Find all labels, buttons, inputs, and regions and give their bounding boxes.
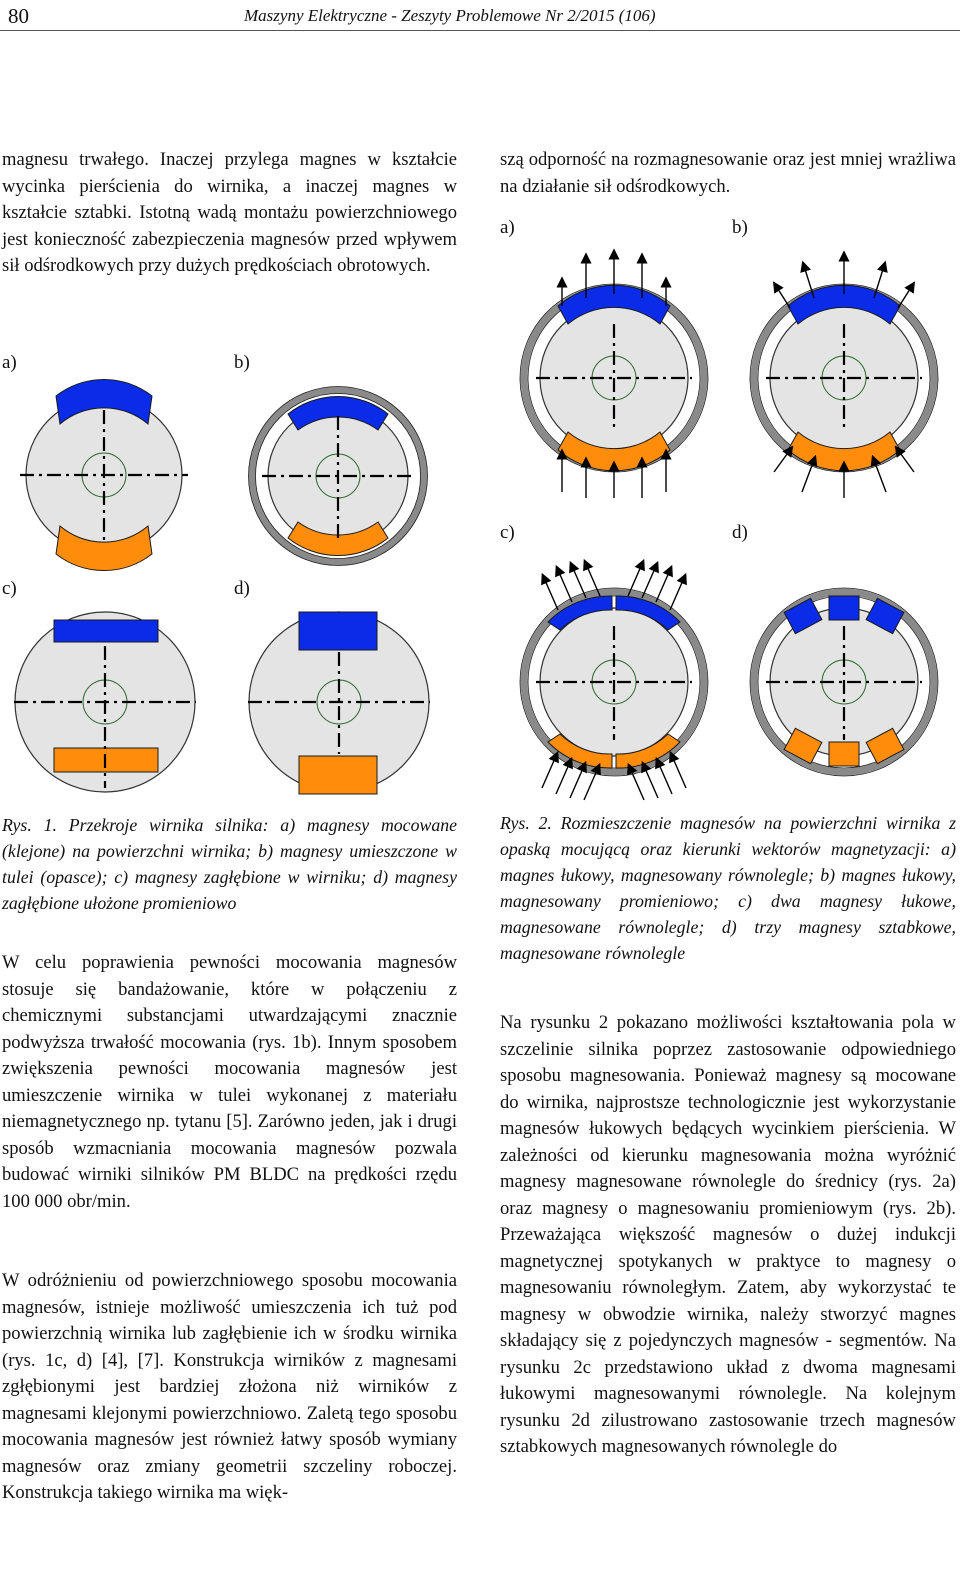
fig1b-label: b)	[234, 352, 250, 373]
left-paragraph-2: W odróżnieniu od powierzchniowego sposob…	[2, 1270, 457, 1503]
fig1a-surface-magnets	[20, 379, 188, 571]
right-intro-paragraph: szą odporność na rozmagnesowanie oraz je…	[500, 149, 956, 197]
fig1c-label: c)	[2, 578, 17, 599]
fig1c-buried-magnets	[14, 611, 196, 793]
page-number: 80	[8, 4, 29, 28]
fig2c-label: c)	[500, 522, 515, 543]
fig2a-arc-magnet-parallel	[519, 248, 709, 498]
fig2d-three-bar-magnets	[749, 587, 939, 777]
journal-title: Maszyny Elektryczne - Zeszyty Problemowe…	[244, 6, 656, 25]
left-intro-paragraph: magnesu trwałego. Inaczej przylega magne…	[2, 149, 457, 276]
left-paragraph-1: W celu poprawienia pewności mocowania ma…	[2, 952, 457, 1212]
figure2-caption: Rys. 2. Rozmieszczenie magnesów na powie…	[500, 813, 956, 963]
right-paragraph-1: Na rysunku 2 pokazano możliwości kształt…	[500, 1012, 956, 1457]
fig1d-label: d)	[234, 578, 250, 599]
fig1a-label: a)	[2, 352, 17, 373]
fig2b-arc-magnet-radial	[749, 250, 939, 498]
figure1-caption: Rys. 1. Przekroje wirnika silnika: a) ma…	[2, 815, 457, 913]
fig2a-label: a)	[500, 217, 515, 238]
fig1b-sleeve-magnets	[248, 386, 428, 566]
fig2d-label: d)	[732, 522, 748, 543]
fig2b-label: b)	[732, 217, 748, 238]
fig1d-radial-buried-magnets	[248, 611, 430, 795]
fig2c-two-arc-magnets	[519, 558, 709, 801]
header-rule	[0, 30, 960, 31]
